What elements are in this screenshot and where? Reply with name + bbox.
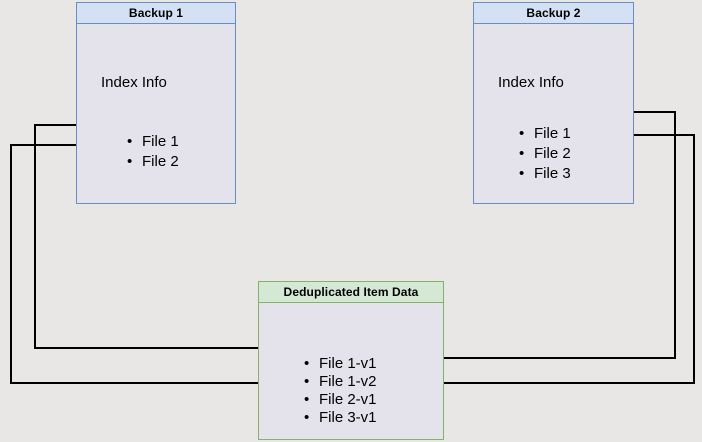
node-backup-1[interactable]: Backup 1 Index Info File 1 File 2 [76,2,236,204]
backup-1-file-list: File 1 File 2 [127,132,179,172]
list-item: File 1-v1 [304,355,377,373]
list-item: File 1 [519,124,571,144]
node-deduplicated-item-data-body: File 1-v1 File 1-v2 File 2-v1 File 3-v1 [258,303,444,440]
node-deduplicated-item-data-title: Deduplicated Item Data [258,281,444,303]
node-backup-1-body: Index Info File 1 File 2 [76,24,236,204]
node-deduplicated-item-data[interactable]: Deduplicated Item Data File 1-v1 File 1-… [258,281,444,440]
backup-1-index-info-label: Index Info [101,74,167,91]
list-item: File 3 [519,164,571,184]
node-backup-1-title: Backup 1 [76,2,236,24]
node-backup-2-body: Index Info File 1 File 2 File 3 [473,24,634,204]
backup-2-file-list: File 1 File 2 File 3 [519,124,571,184]
dedup-file-list: File 1-v1 File 1-v2 File 2-v1 File 3-v1 [304,355,377,427]
list-item: File 2-v1 [304,391,377,409]
list-item: File 2 [127,152,179,172]
node-backup-2[interactable]: Backup 2 Index Info File 1 File 2 File 3 [473,2,634,204]
list-item: File 3-v1 [304,409,377,427]
list-item: File 1 [127,132,179,152]
list-item: File 1-v2 [304,373,377,391]
node-backup-2-title: Backup 2 [473,2,634,24]
backup-2-index-info-label: Index Info [498,74,564,91]
list-item: File 2 [519,144,571,164]
